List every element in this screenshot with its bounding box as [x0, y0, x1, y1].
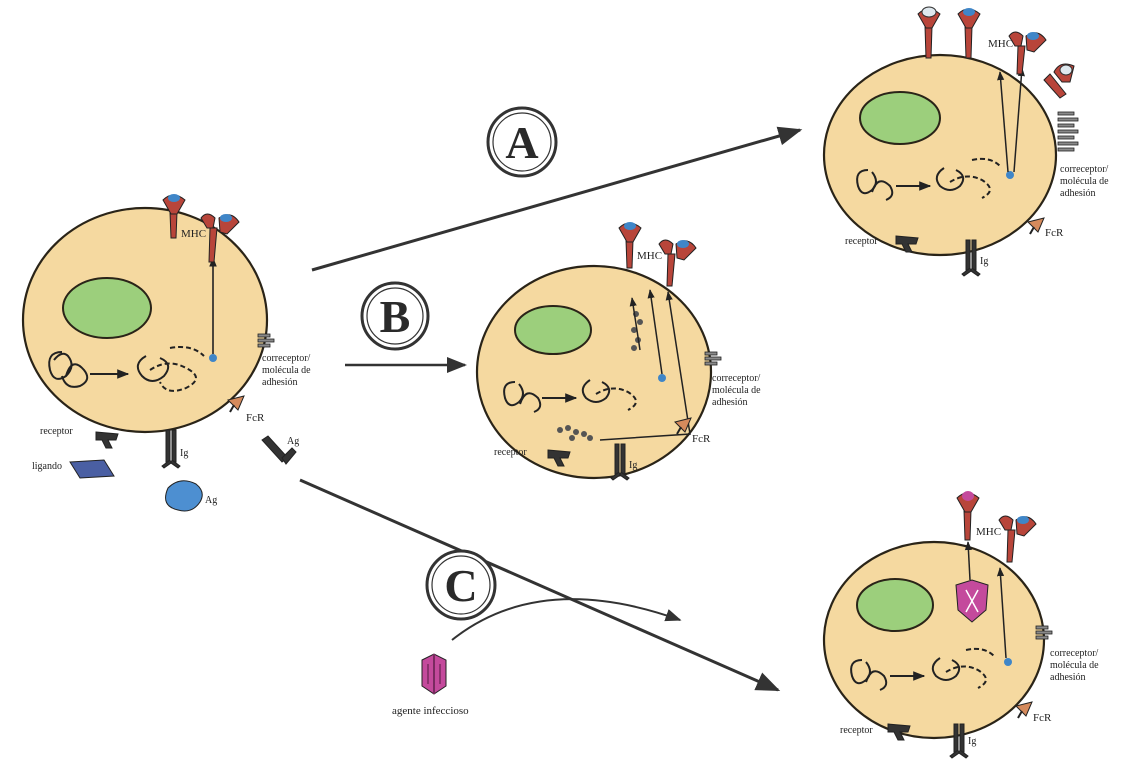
receptor-icon: [96, 432, 118, 448]
coreceptor-icon: [1036, 626, 1052, 639]
coreceptor-label: correceptor/: [712, 373, 761, 384]
adhesion-label: adhesión: [262, 377, 298, 388]
mhc-label: MHC: [637, 250, 662, 262]
antigen-icon: [166, 481, 203, 511]
mhc-molecule-icon: [999, 516, 1036, 562]
letter-b: B: [380, 291, 411, 342]
receptor-label: receptor: [40, 426, 73, 437]
mhc-molecule-icon: [1009, 32, 1046, 74]
adhesion-molecule-label: molécula de: [712, 385, 761, 396]
ag-label: Ag: [287, 436, 299, 447]
ligand-label: ligando: [32, 461, 62, 472]
mhc-label: MHC: [988, 38, 1013, 50]
receptor-label: receptor: [845, 236, 878, 247]
coreceptor-icon: [705, 352, 721, 365]
receptor-icon: [888, 724, 910, 740]
adhesion-label: adhesión: [1060, 188, 1096, 199]
mhc-molecule-icon: [918, 7, 940, 58]
fcr-label: FcR: [246, 412, 265, 424]
coreceptor-icon: [258, 334, 274, 347]
adhesion-molecule-label: molécula de: [1060, 176, 1109, 187]
infectious-agent-label: agente infeccioso: [392, 705, 469, 717]
ig-icon: [162, 430, 180, 468]
nucleus: [515, 306, 591, 354]
mhc-molecule-icon: [1044, 64, 1074, 98]
fcr-label: FcR: [1033, 712, 1052, 724]
coreceptor-label: correceptor/: [262, 353, 311, 364]
cell-original: MHC correceptor/ molécula de adhesión Fc…: [23, 194, 311, 468]
mhc-label: MHC: [976, 526, 1001, 538]
ligand-icon: [70, 460, 114, 478]
cell-pathway-c: MHC correceptor/ molécula de adhesión Fc…: [824, 491, 1099, 758]
mhc-label: MHC: [181, 228, 206, 240]
adhesion-label: adhesión: [712, 397, 748, 408]
mhc-molecule-icon: [659, 240, 696, 286]
coreceptor-label: correceptor/: [1050, 648, 1099, 659]
ig-label: Ig: [968, 736, 976, 747]
fcr-icon: [1028, 218, 1044, 234]
adhesion-molecule-label: molécula de: [1050, 660, 1099, 671]
letter-c: C: [444, 560, 477, 611]
letter-a: A: [505, 117, 538, 168]
fcr-label: FcR: [692, 433, 711, 445]
fcr-label: FcR: [1045, 227, 1064, 239]
letter-a-circle: A: [488, 108, 556, 176]
letter-b-circle: B: [362, 283, 428, 349]
receptor-label: receptor: [494, 447, 527, 458]
infectious-agent-icon: [422, 654, 446, 694]
ag-label: Ag: [205, 495, 217, 506]
ig-label: Ig: [629, 460, 637, 471]
arrow-c: [300, 480, 778, 690]
ig-label: Ig: [180, 448, 188, 459]
adhesion-molecule-label: molécula de: [262, 365, 311, 376]
ig-label: Ig: [980, 256, 988, 267]
coreceptor-icon: [1058, 112, 1078, 151]
letter-c-circle: C: [427, 551, 495, 619]
adhesion-label: adhesión: [1050, 672, 1086, 683]
receptor-label: receptor: [840, 725, 873, 736]
mhc-molecule-icon: [958, 8, 980, 58]
cell-pathway-b: MHC correceptor/ molécula de adhesión Fc…: [477, 222, 761, 480]
nucleus: [860, 92, 940, 144]
cell-pathway-a: MHC correceptor/ molécula de adhesión Fc…: [824, 7, 1109, 276]
coreceptor-label: correceptor/: [1060, 164, 1109, 175]
nucleus: [857, 579, 933, 631]
nucleus: [63, 278, 151, 338]
